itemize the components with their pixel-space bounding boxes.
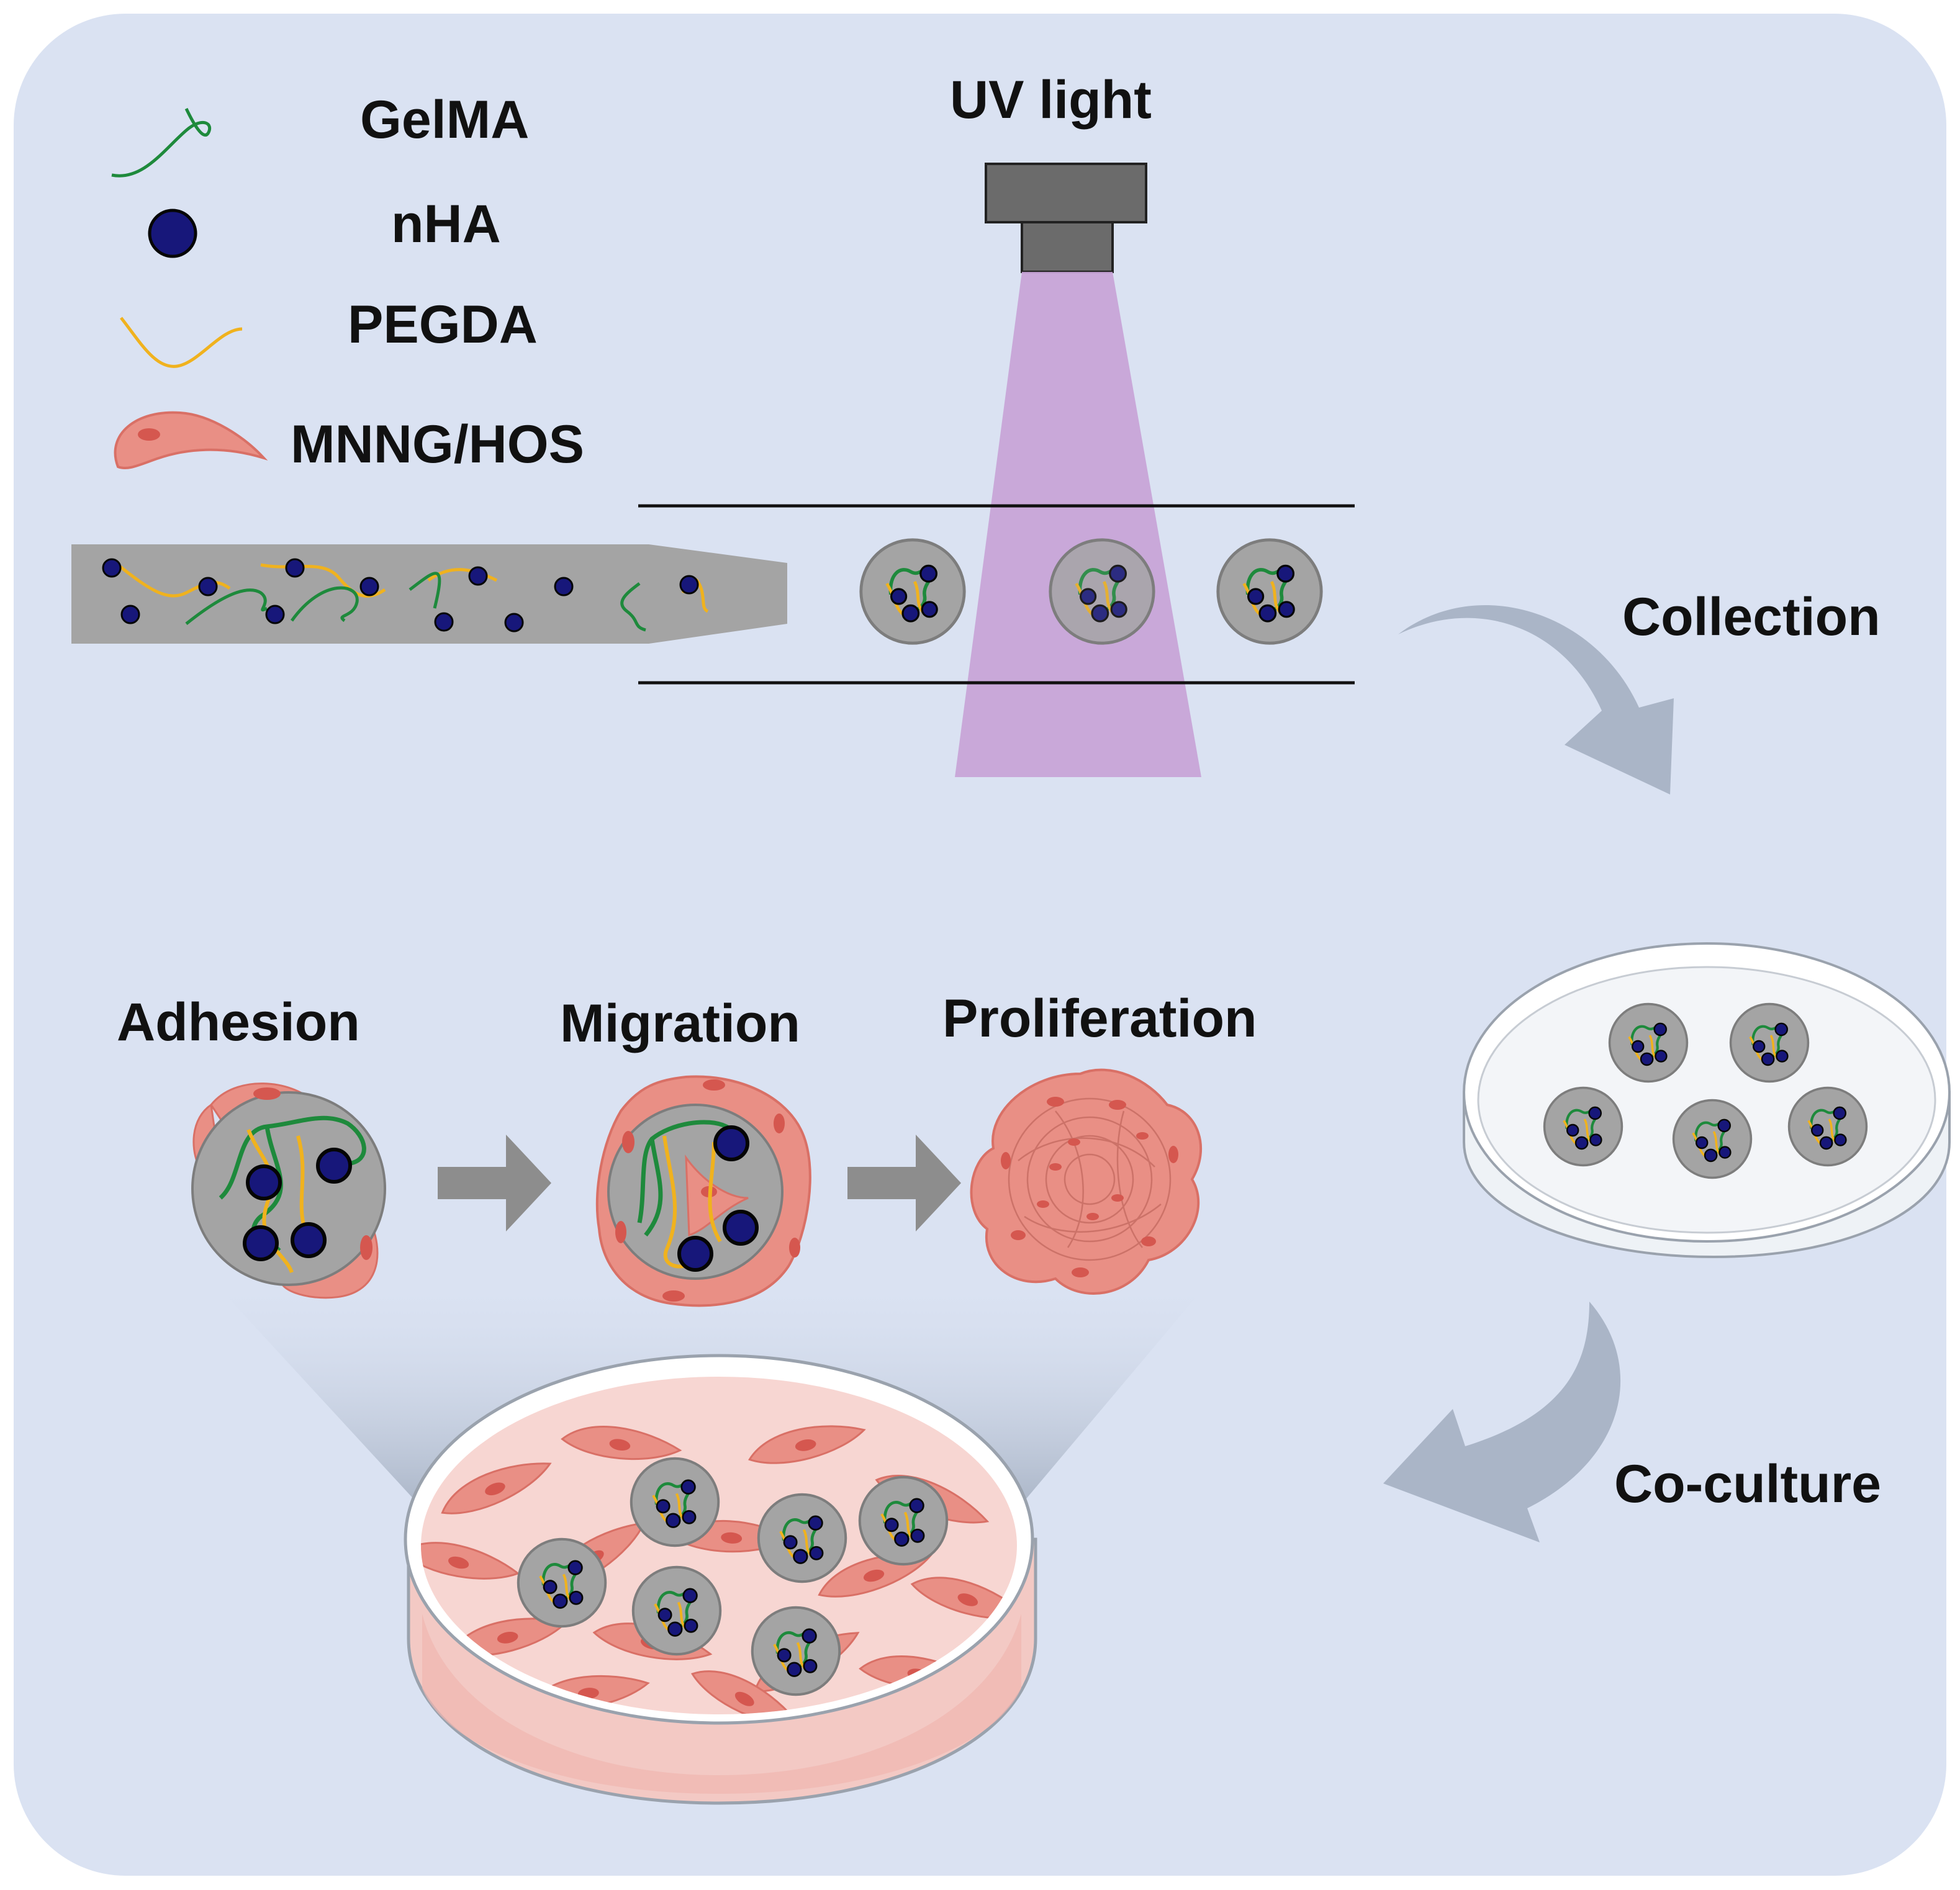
coculture-arrow xyxy=(1383,1302,1621,1542)
pegda-legend-icon xyxy=(120,317,243,368)
adhesion-label: Adhesion xyxy=(117,992,360,1052)
cell-legend-icon xyxy=(114,411,268,470)
dish-sphere-1 xyxy=(1610,1004,1687,1082)
collection-arrow xyxy=(1398,605,1674,794)
gelma-legend-icon xyxy=(111,107,211,178)
migration-label: Migration xyxy=(560,994,800,1053)
coculture-sphere-3 xyxy=(860,1477,947,1564)
migration-stage xyxy=(595,1075,811,1307)
coculture-sphere-6 xyxy=(752,1608,839,1694)
uv-beam xyxy=(955,272,1201,777)
gelma-legend-label: GelMA xyxy=(360,90,529,150)
pegda-legend-label: PEGDA xyxy=(348,295,538,354)
legend: GelMA nHA PEGDA MNNG/HOS xyxy=(111,90,584,474)
adhesion-stage xyxy=(191,1082,386,1299)
microfluidic-channel xyxy=(71,504,1355,685)
coculture-label: Co-culture xyxy=(1614,1454,1881,1514)
uv-light-label: UV light xyxy=(950,70,1152,130)
coculture-sphere-5 xyxy=(633,1567,720,1654)
coculture-dish xyxy=(404,1354,1037,1805)
nha-legend-icon xyxy=(148,209,197,258)
nha-legend-label: nHA xyxy=(391,194,501,254)
droplet-2 xyxy=(1050,540,1154,643)
cell-legend-label: MNNG/HOS xyxy=(291,415,584,474)
injection-nozzle xyxy=(71,544,787,644)
dish-sphere-2 xyxy=(1731,1004,1809,1082)
petri-dish-icon xyxy=(1463,942,1951,1259)
stage-arrow-2 xyxy=(847,1135,961,1231)
coculture-sphere-1 xyxy=(631,1459,718,1546)
cell-legend-nucleus xyxy=(138,428,160,441)
droplet-1 xyxy=(861,540,964,643)
dish-sphere-5 xyxy=(1789,1088,1867,1166)
coculture-sphere-2 xyxy=(759,1495,846,1582)
proliferation-label: Proliferation xyxy=(942,989,1257,1048)
uv-lamp-icon xyxy=(985,163,1147,273)
coculture-sphere-4 xyxy=(518,1539,605,1626)
dish-sphere-3 xyxy=(1545,1088,1622,1166)
droplet-3 xyxy=(1218,540,1321,643)
stage-arrow-1 xyxy=(438,1135,551,1231)
dish-sphere-4 xyxy=(1674,1100,1751,1178)
proliferation-stage xyxy=(970,1068,1202,1295)
collection-label: Collection xyxy=(1622,587,1881,647)
